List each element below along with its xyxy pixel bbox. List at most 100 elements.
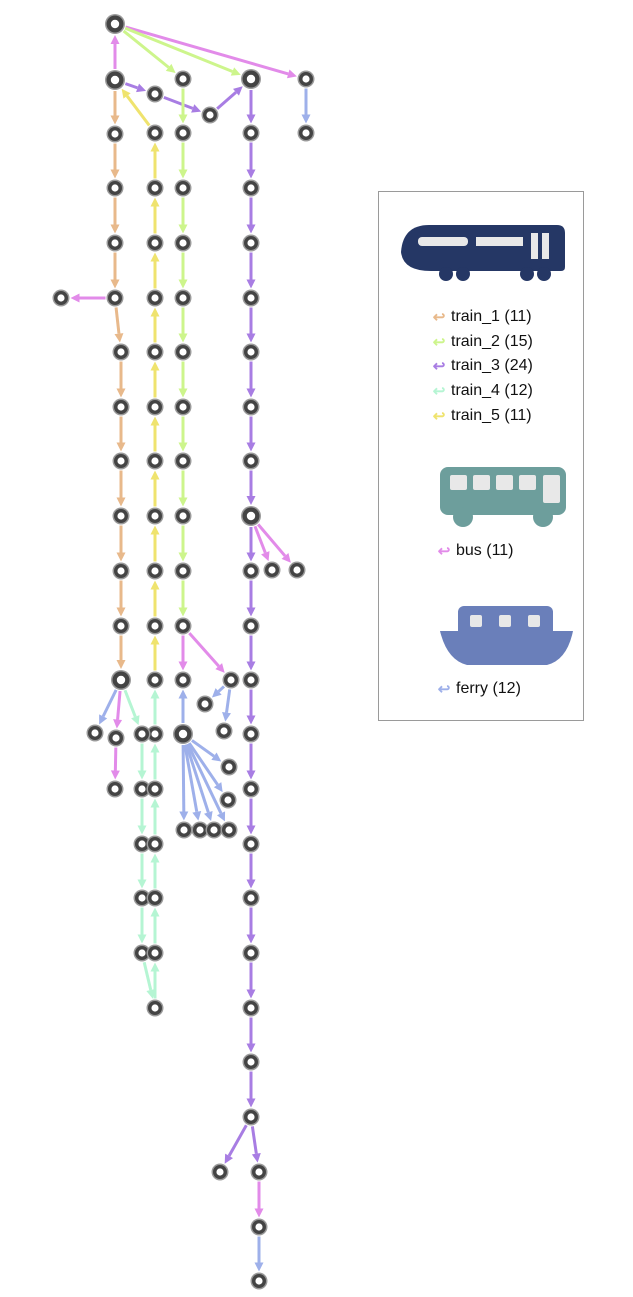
- edge-arrowhead-train_3: [246, 224, 256, 234]
- station-node-center: [151, 403, 159, 411]
- edge-ferry: [187, 742, 219, 786]
- edge-arrowhead-train_1: [116, 660, 126, 669]
- station-node-center: [224, 796, 232, 804]
- station-node-center: [247, 239, 255, 247]
- edge-arrowhead-train_2: [178, 388, 188, 398]
- edge-arrowhead-ferry: [211, 688, 222, 698]
- station-node-center: [179, 184, 187, 192]
- station-node-center: [151, 785, 159, 793]
- edge-arrowhead-train_2: [178, 224, 188, 234]
- edge-train_2: [122, 29, 170, 69]
- legend-entry-bus: ↩ bus (11): [434, 542, 514, 560]
- edge-arrowhead-train_2: [178, 442, 188, 452]
- edge-bus: [256, 523, 287, 557]
- station-node-center: [151, 567, 159, 575]
- edge-arrowhead-train_5: [150, 307, 160, 317]
- legend-label: train_4 (12): [451, 382, 533, 399]
- station-node-center: [138, 785, 146, 793]
- station-node-center: [247, 785, 255, 793]
- legend-label: bus (11): [456, 542, 514, 559]
- station-node-center: [151, 294, 159, 302]
- station-node-center: [138, 730, 146, 738]
- legend-entry-train-5: ↩ train_5 (11): [429, 407, 532, 425]
- edge-train_1: [114, 307, 121, 334]
- station-node-center: [247, 457, 255, 465]
- station-node-center: [179, 348, 187, 356]
- edge-arrowhead-bus: [261, 551, 270, 562]
- station-node-center: [179, 676, 187, 684]
- edge-arrowhead-train_2: [178, 169, 188, 179]
- edge-arrowhead-train_5: [150, 361, 160, 371]
- station-node-center: [117, 403, 125, 411]
- edge-arrowhead-ferry: [99, 714, 108, 725]
- edge-arrowhead-train_4: [137, 879, 147, 889]
- station-node-center: [151, 676, 159, 684]
- edge-arrowhead-train_1: [116, 497, 126, 507]
- edge-arrowhead-train_4: [150, 689, 160, 699]
- legend-label: train_5 (11): [451, 407, 532, 424]
- station-node-center: [151, 949, 159, 957]
- station-node-center: [179, 457, 187, 465]
- station-node-center: [117, 622, 125, 630]
- station-node-center: [246, 74, 256, 84]
- edge-arrowhead-train_4: [150, 907, 160, 917]
- station-node-center: [180, 826, 188, 834]
- edge-arrowhead-train_4: [137, 770, 147, 780]
- edge-arrowhead-train_1: [110, 279, 120, 289]
- station-node-center: [179, 75, 187, 83]
- station-node-center: [111, 184, 119, 192]
- edge-arrowhead-train_5: [121, 88, 131, 99]
- station-node-center: [302, 75, 310, 83]
- legend-entry-train-1: ↩ train_1 (11): [429, 308, 532, 326]
- route-arrow-icon: ↩: [432, 309, 446, 326]
- edge-arrowhead-ferry: [211, 752, 222, 762]
- station-node-center: [293, 566, 301, 574]
- station-node-center: [117, 567, 125, 575]
- edge-arrowhead-train_4: [137, 825, 147, 835]
- bus-window: [496, 475, 513, 490]
- edge-arrowhead-bus: [215, 663, 225, 673]
- station-node-center: [201, 700, 209, 708]
- route-arrow-icon: ↩: [432, 383, 446, 400]
- edge-arrowhead-train_4: [150, 743, 160, 753]
- bus-window: [473, 475, 490, 490]
- ferry-icon: [440, 606, 573, 665]
- edge-arrowhead-train_3: [246, 770, 256, 780]
- station-node-center: [112, 734, 120, 742]
- edge-arrowhead-train_3: [246, 661, 256, 671]
- edge-arrowhead-train_5: [150, 525, 160, 535]
- edge-ferry: [186, 743, 223, 814]
- edge-arrowhead-train_3: [246, 989, 256, 999]
- edge-arrowhead-train_3: [251, 1153, 261, 1163]
- station-node-center: [179, 567, 187, 575]
- station-node-center: [111, 239, 119, 247]
- edge-arrowhead-train_3: [246, 552, 256, 562]
- station-node-center: [247, 840, 255, 848]
- station-node-center: [206, 111, 214, 119]
- edge-bus: [253, 525, 267, 554]
- edge-train_3: [250, 1126, 258, 1154]
- station-node-center: [247, 622, 255, 630]
- station-node-center: [220, 727, 228, 735]
- edge-arrowhead-train_1: [110, 115, 120, 125]
- legend-entry-train-4: ↩ train_4 (12): [429, 382, 533, 400]
- legend-entry-train-2: ↩ train_2 (15): [429, 333, 533, 351]
- station-node-center: [225, 826, 233, 834]
- train-icon: [401, 225, 565, 281]
- route-arrow-icon: ↩: [432, 358, 446, 375]
- edge-arrowhead-ferry: [222, 712, 231, 722]
- station-node-center: [91, 729, 99, 737]
- station-node-center: [151, 622, 159, 630]
- edge-arrowhead-train_3: [246, 169, 256, 179]
- edge-arrowhead-train_4: [150, 853, 160, 863]
- station-node-center: [151, 457, 159, 465]
- station-node-center: [151, 512, 159, 520]
- edge-arrowhead-train_3: [224, 1153, 234, 1164]
- edge-arrowhead-train_1: [116, 442, 126, 452]
- station-node-center: [247, 403, 255, 411]
- edge-bus: [116, 690, 122, 720]
- edge-arrowhead-train_2: [178, 333, 188, 343]
- edge-arrowhead-train_1: [114, 333, 124, 343]
- edge-arrowhead-train_5: [150, 252, 160, 262]
